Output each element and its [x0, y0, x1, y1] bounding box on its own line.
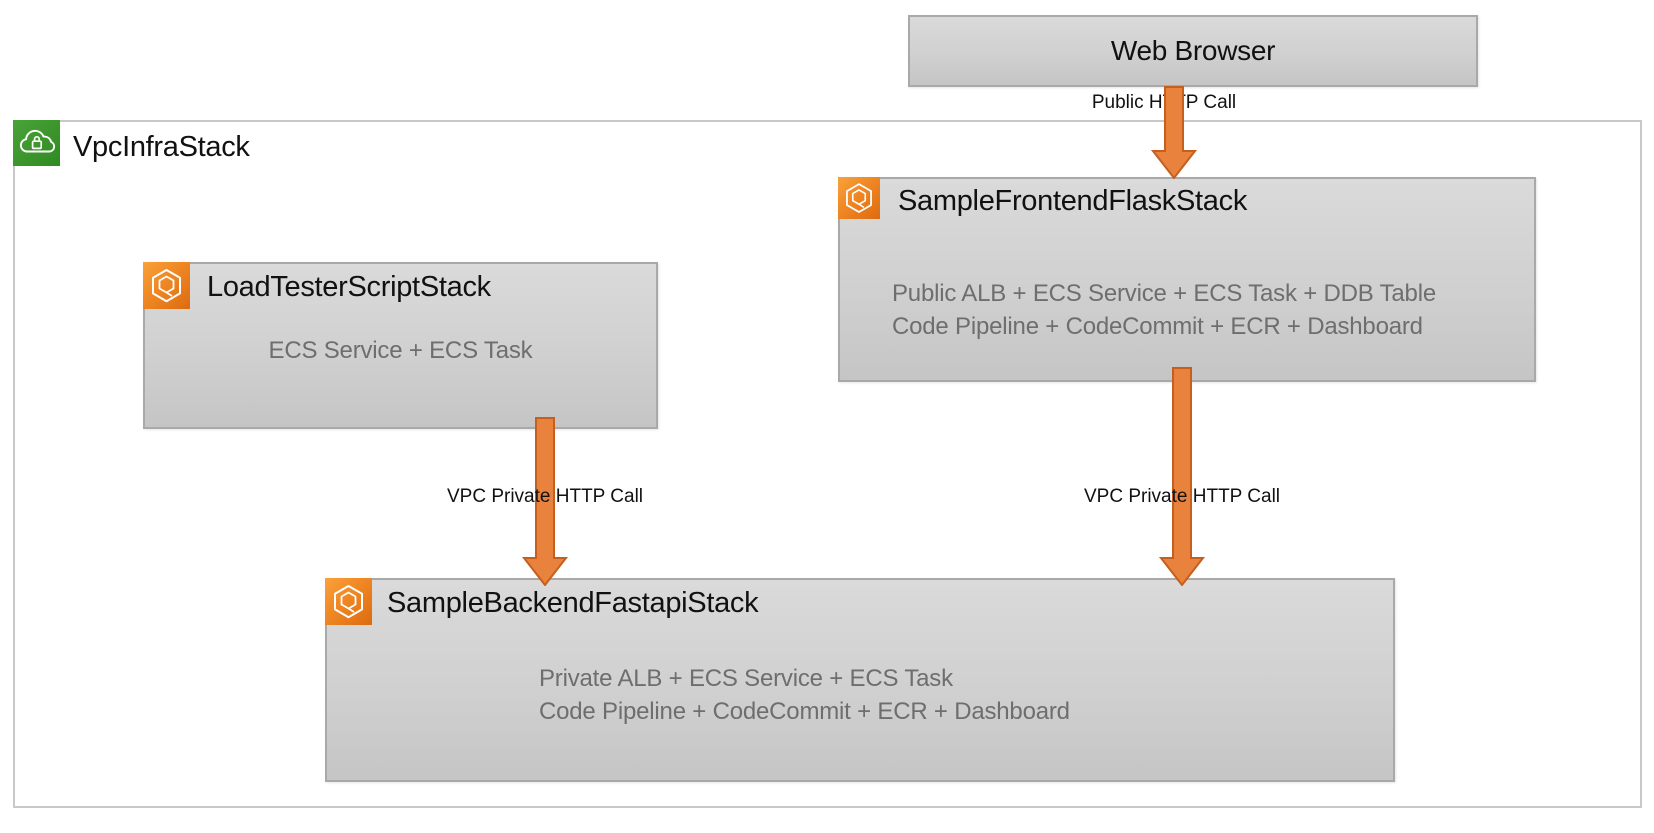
arrow-browser-to-frontend	[1150, 86, 1198, 179]
vpc-private-http-call-label-left: VPC Private HTTP Call	[446, 486, 644, 507]
web-browser-label: Web Browser	[1110, 35, 1276, 66]
load-tester-components: ECS Service + ECS Task	[268, 337, 533, 364]
sample-backend-fastapi-stack-node: SampleBackendFastapiStack Private ALB + …	[325, 578, 1395, 782]
frontend-components-line1: Public ALB + ECS Service + ECS Task + DD…	[892, 280, 1436, 307]
sample-frontend-flask-stack-title: SampleFrontendFlaskStack	[898, 185, 1248, 217]
vpc-cloud-lock-icon	[13, 120, 60, 166]
backend-components-line1: Private ALB + ECS Service + ECS Task	[539, 665, 953, 692]
frontend-components: Public ALB + ECS Service + ECS Task + DD…	[892, 277, 1436, 343]
web-browser-node: Web Browser	[908, 15, 1478, 87]
cloudformation-stack-icon	[838, 177, 880, 219]
arrow-loadtester-to-backend	[521, 417, 569, 586]
vpc-private-http-call-label-right: VPC Private HTTP Call	[1083, 486, 1281, 507]
frontend-components-line2: Code Pipeline + CodeCommit + ECR + Dashb…	[892, 313, 1423, 340]
backend-components-line2: Code Pipeline + CodeCommit + ECR + Dashb…	[539, 698, 1070, 725]
cloudformation-stack-icon	[325, 578, 372, 625]
sample-frontend-flask-stack-node: SampleFrontendFlaskStack Public ALB + EC…	[838, 177, 1536, 382]
arrow-frontend-to-backend	[1158, 367, 1206, 586]
backend-components: Private ALB + ECS Service + ECS Task Cod…	[539, 662, 1070, 728]
load-tester-script-stack-node: LoadTesterScriptStack ECS Service + ECS …	[143, 262, 658, 429]
load-tester-script-stack-title: LoadTesterScriptStack	[207, 271, 491, 303]
vpc-infra-stack-title: VpcInfraStack	[73, 131, 250, 163]
sample-backend-fastapi-stack-title: SampleBackendFastapiStack	[387, 587, 759, 619]
cloudformation-stack-icon	[143, 262, 190, 309]
